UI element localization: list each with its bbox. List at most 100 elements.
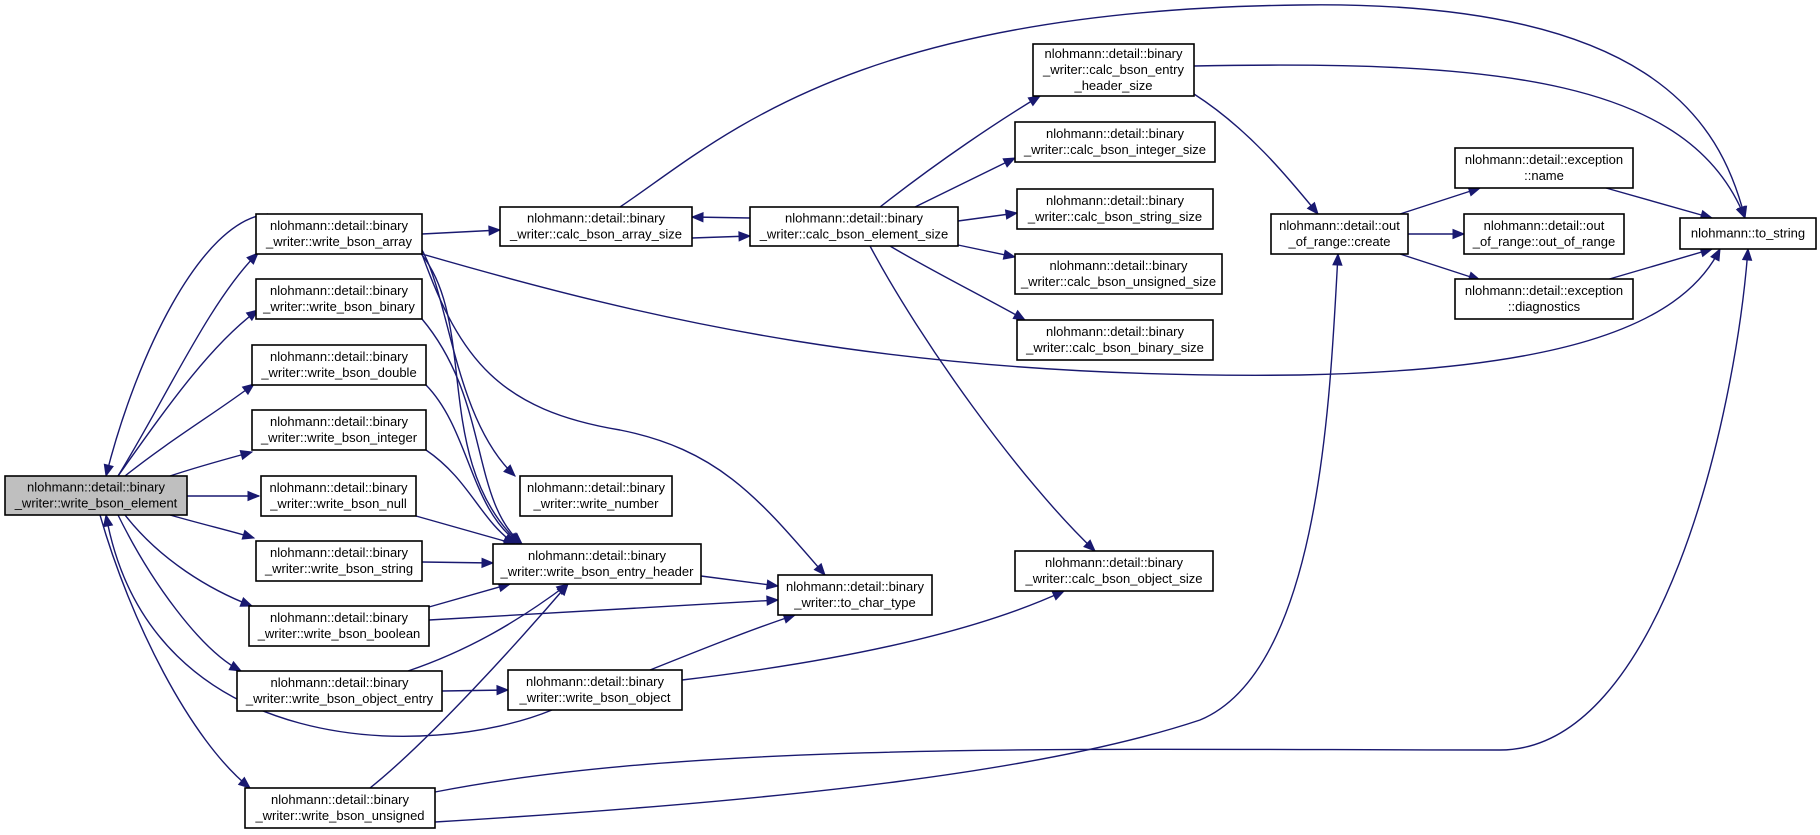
node-label-line: _writer::write_bson_string	[264, 561, 413, 576]
node-write_bson_double[interactable]: nlohmann::detail::binary_writer::write_b…	[251, 344, 427, 386]
node-write_bson_string[interactable]: nlohmann::detail::binary_writer::write_b…	[255, 540, 423, 582]
node-label-line: nlohmann::detail::out	[1279, 218, 1400, 233]
arrowhead-write_bson_element-to-write_bson_double	[241, 383, 256, 396]
edge-write_bson_unsigned-to-out_of_range_create	[434, 253, 1339, 823]
arrowhead-write_bson_array-to-to_char_type	[813, 562, 826, 576]
node-write_bson_entry_header[interactable]: nlohmann::detail::binary_writer::write_b…	[492, 543, 702, 585]
node-label-line: _writer::calc_bson_integer_size	[1023, 142, 1206, 157]
node-calc_bson_array_size[interactable]: nlohmann::detail::binary_writer::calc_bs…	[499, 206, 693, 247]
arrowhead-write_bson_array-to-write_number	[503, 464, 516, 477]
arrowhead-calc_bson_entry_header_size-to-out_of_range_create	[1306, 201, 1319, 216]
node-exception_name[interactable]: nlohmann::detail::exception::name	[1454, 147, 1634, 189]
edge-write_bson_element-to-write_bson_unsigned	[99, 514, 251, 789]
node-label-line: nlohmann::detail::binary	[1045, 555, 1184, 570]
edge-write_bson_unsigned-to-write_bson_entry_header	[369, 583, 569, 789]
node-box	[749, 206, 959, 247]
node-label-line: _writer::write_number	[533, 496, 660, 511]
edge-write_bson_integer-to-write_bson_entry_header	[425, 449, 516, 545]
node-box	[236, 670, 443, 712]
edge-write_bson_unsigned-to-to_string	[434, 248, 1749, 793]
node-label-line: nlohmann::detail::binary	[786, 579, 925, 594]
node-write_bson_unsigned[interactable]: nlohmann::detail::binary_writer::write_b…	[244, 787, 436, 829]
node-label-line: _writer::write_bson_entry_header	[500, 564, 695, 579]
node-to_char_type[interactable]: nlohmann::detail::binary_writer::to_char…	[777, 574, 933, 616]
node-calc_bson_integer_size[interactable]: nlohmann::detail::binary_writer::calc_bs…	[1014, 121, 1216, 163]
node-box	[4, 475, 188, 516]
edge-write_bson_element-to-write_bson_string	[169, 514, 255, 539]
node-box	[1270, 213, 1409, 255]
node-label-line: nlohmann::detail::binary	[526, 674, 665, 689]
node-box	[248, 605, 430, 647]
node-label-line: nlohmann::detail::binary	[269, 480, 408, 495]
node-write_bson_null[interactable]: nlohmann::detail::binary_writer::write_b…	[260, 475, 417, 517]
edge-write_bson_entry_header-to-to_char_type	[700, 575, 779, 587]
arrowhead-write_bson_array-to-write_bson_element	[103, 463, 114, 478]
edge-write_bson_boolean-to-write_bson_entry_header	[428, 583, 511, 608]
node-write_bson_binary[interactable]: nlohmann::detail::binary_writer::write_b…	[255, 278, 423, 320]
node-label-line: nlohmann::detail::binary	[270, 610, 409, 625]
node-to_string[interactable]: nlohmann::to_string	[1679, 217, 1817, 250]
node-label-line: nlohmann::detail::out	[1484, 218, 1605, 233]
node-out_of_range_ctor[interactable]: nlohmann::detail::out_of_range::out_of_r…	[1463, 213, 1625, 255]
edge-out_of_range_create-to-exception_name	[1399, 187, 1481, 215]
node-label-line: nlohmann::detail::binary	[1046, 324, 1185, 339]
node-write_bson_boolean[interactable]: nlohmann::detail::binary_writer::write_b…	[248, 605, 430, 647]
arrowhead-write_bson_array-to-calc_bson_array_size	[488, 225, 502, 236]
arrowhead-write_bson_element-to-write_bson_binary	[245, 309, 260, 322]
node-calc_bson_binary_size[interactable]: nlohmann::detail::binary_writer::calc_bs…	[1016, 319, 1214, 361]
arrowhead-calc_bson_array_size-to-calc_bson_element_size	[738, 231, 752, 242]
node-label-line: _header_size	[1073, 78, 1152, 93]
arrowhead-write_bson_object-to-calc_bson_object_size	[1051, 590, 1066, 601]
node-out_of_range_create[interactable]: nlohmann::detail::out_of_range::create	[1270, 213, 1409, 255]
node-label-line: _writer::write_bson_unsigned	[254, 808, 424, 823]
call-edges	[99, 4, 1753, 823]
node-label-line: nlohmann::detail::binary	[785, 211, 924, 226]
edge-calc_bson_element_size-to-calc_bson_object_size	[869, 245, 1096, 552]
node-label-line: nlohmann::detail::binary	[527, 480, 666, 495]
node-calc_bson_string_size[interactable]: nlohmann::detail::binary_writer::calc_bs…	[1016, 188, 1214, 230]
node-write_bson_object_entry[interactable]: nlohmann::detail::binary_writer::write_b…	[236, 670, 443, 712]
arrowhead-calc_bson_element_size-to-calc_bson_integer_size	[1002, 157, 1017, 168]
node-box	[251, 409, 427, 451]
node-write_bson_array[interactable]: nlohmann::detail::binary_writer::write_b…	[255, 213, 423, 255]
node-label-line: _writer::write_bson_null	[269, 496, 407, 511]
node-label-line: _of_range::create	[1288, 234, 1391, 249]
arrowhead-write_bson_unsigned-to-write_bson_entry_header	[556, 582, 569, 597]
node-box	[777, 574, 933, 616]
edge-write_bson_string-to-write_bson_entry_header	[421, 561, 494, 564]
node-label-line: nlohmann::detail::binary	[270, 349, 409, 364]
node-write_bson_object[interactable]: nlohmann::detail::binary_writer::write_b…	[507, 669, 683, 711]
node-box	[1679, 217, 1817, 250]
edge-write_bson_array-to-calc_bson_array_size	[421, 229, 501, 235]
edge-write_bson_array-to-to_string	[421, 248, 1721, 376]
node-calc_bson_element_size[interactable]: nlohmann::detail::binary_writer::calc_bs…	[749, 206, 959, 247]
edge-write_bson_boolean-to-to_char_type	[428, 599, 779, 621]
edge-exception_diagnostics-to-to_string	[1605, 248, 1713, 281]
node-write_bson_integer[interactable]: nlohmann::detail::binary_writer::write_b…	[251, 409, 427, 451]
node-label-line: _writer::write_bson_double	[260, 365, 416, 380]
arrowhead-write_bson_unsigned-to-out_of_range_create	[1332, 252, 1343, 266]
node-box	[1014, 121, 1216, 163]
node-box	[1463, 213, 1625, 255]
node-write_number[interactable]: nlohmann::detail::binary_writer::write_n…	[519, 475, 673, 517]
node-label-line: nlohmann::to_string	[1691, 226, 1805, 241]
node-calc_bson_object_size[interactable]: nlohmann::detail::binary_writer::calc_bs…	[1014, 550, 1214, 592]
node-label-line: nlohmann::detail::binary	[527, 211, 666, 226]
node-calc_bson_entry_header_size[interactable]: nlohmann::detail::binary_writer::calc_bs…	[1032, 43, 1195, 97]
node-label-line: _writer::calc_bson_binary_size	[1025, 340, 1204, 355]
edge-write_bson_binary-to-write_bson_entry_header	[421, 318, 523, 545]
node-exception_diagnostics[interactable]: nlohmann::detail::exception::diagnostics	[1454, 278, 1634, 320]
node-box	[1016, 188, 1214, 230]
node-box	[519, 475, 673, 517]
arrowhead-write_bson_object-to-write_bson_element	[102, 513, 114, 528]
node-label-line: nlohmann::detail::binary	[1046, 126, 1185, 141]
edge-write_bson_object-to-to_char_type	[649, 614, 796, 671]
edge-exception_name-to-to_string	[1605, 187, 1713, 219]
arrowhead-write_bson_string-to-write_bson_entry_header	[481, 557, 495, 569]
edge-write_bson_object_entry-to-write_bson_entry_header	[407, 583, 569, 672]
node-write_bson_element[interactable]: nlohmann::detail::binary_writer::write_b…	[4, 475, 188, 516]
arrowhead-calc_bson_element_size-to-calc_bson_entry_header_size	[1027, 95, 1042, 107]
arrowhead-write_bson_element-to-write_bson_object_entry	[228, 660, 243, 672]
node-calc_bson_unsigned_size[interactable]: nlohmann::detail::binary_writer::calc_bs…	[1014, 253, 1223, 295]
edge-write_bson_element-to-write_bson_array	[117, 252, 259, 477]
